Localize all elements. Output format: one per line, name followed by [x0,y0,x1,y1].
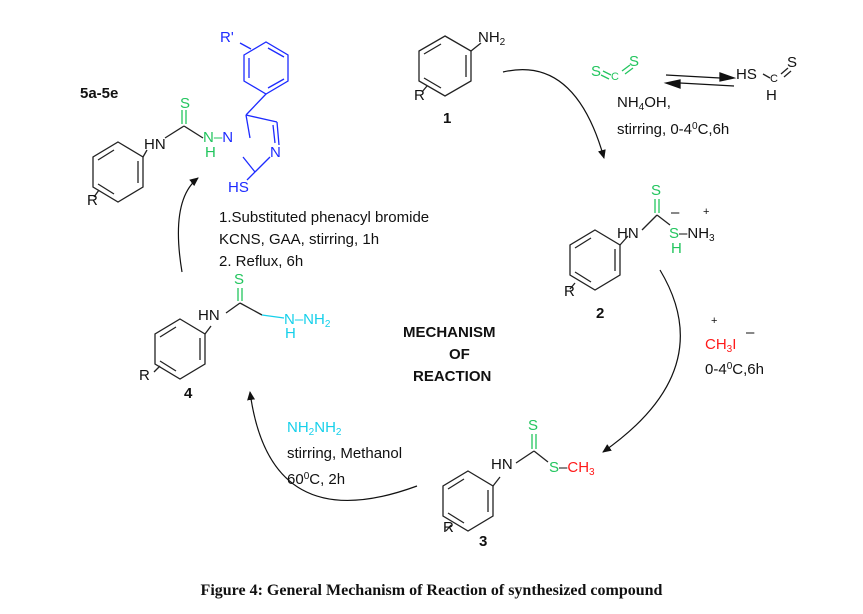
cs2-s-right: S [629,53,640,70]
compound-2-r: R [564,283,575,300]
hs-label: HS [736,66,757,83]
cs2-c: C [611,71,619,83]
compound-2-s-nh3: S–NH3 [669,225,715,244]
compound-3-hn: HN [491,456,513,473]
compound-2-s: S [651,182,662,199]
center-label-line2: OF [449,346,470,363]
arrow-step1 [502,69,606,159]
compound-4-s: S [234,271,245,288]
compound-1-structure [418,35,482,97]
arrow-step3 [247,391,418,501]
compound-2-minus: – [671,204,680,221]
step4-line2: KCNS, GAA, stirring, 1h [219,231,380,248]
compound-3-number: 3 [479,533,488,550]
step3-conditions-1: stirring, Methanol [287,445,403,462]
hs-carbon: C [770,73,778,85]
compound-3-s: S [528,417,539,434]
equilibrium-arrows [663,72,737,89]
compound-3-thione-bond [531,434,537,449]
compound-4-cn-bond [261,314,285,319]
step1-reagent: NH4OH, [617,94,671,113]
arrow-step2 [602,269,681,453]
step2-reagent: CH3I [705,336,737,355]
compound-5-r: R [87,192,98,209]
compound-5-hn: HN [144,136,166,153]
cs2-s-left: S [591,63,602,80]
figure-caption: Figure 4: General Mechanism of Reaction … [200,582,663,599]
compound-5-n: N [270,144,281,161]
compound-1-number: 1 [443,110,452,127]
center-label-line1: MECHANISM [403,324,496,341]
compound-5-label: 5a-5e [80,85,119,102]
compound-5-imidazole [239,41,289,181]
step2-minus: – [746,324,755,341]
compound-4-number: 4 [184,385,193,402]
hs-hydrogen: H [766,87,777,104]
step2-conditions: 0-40C,6h [705,361,764,378]
compound-2-h: H [671,240,682,257]
compound-1-nh2: NH2 [478,29,506,48]
compound-4-structure [153,302,263,380]
step3-conditions-2: 600C, 2h [287,471,346,488]
compound-5-h: H [205,144,216,161]
hs-bonds [762,67,792,79]
compound-2-structure [569,214,671,291]
compound-2-number: 2 [596,305,605,322]
compound-4-nnh2: N–NH2 [284,311,331,330]
hs-sulfur: S [787,54,798,71]
step4-line3: 2. Reflux, 6h [219,253,304,270]
compound-3-r: R [443,519,454,536]
compound-4-hn: HN [198,307,220,324]
compound-2-plus: + [703,206,710,218]
arrow-step4 [177,177,199,273]
center-label-line3: REACTION [413,368,492,385]
compound-5-s: S [180,95,191,112]
compound-5-rprime: R' [220,29,234,46]
step3-reagent: NH2NH2 [287,419,342,438]
compound-4-thione-bond [237,288,243,301]
compound-1-r: R [414,87,425,104]
compound-4-r: R [139,367,150,384]
step4-line1: 1.Substituted phenacyl bromide [219,209,430,226]
compound-5-phenylthiourea [92,125,204,203]
compound-3-sch3: S–CH3 [549,459,595,478]
step1-conditions: stirring, 0-40C,6h [617,121,730,138]
compound-3-structure [442,450,549,532]
compound-2-hn: HN [617,225,639,242]
compound-4-h: H [285,325,296,342]
compound-2-thione-bond [654,199,660,213]
compound-5-nn: N–N [203,129,234,146]
step2-plus: + [711,315,718,327]
compound-5-hs: HS [228,179,249,196]
cs2-bonds [600,64,634,80]
compound-5-thione-bond [181,110,187,124]
